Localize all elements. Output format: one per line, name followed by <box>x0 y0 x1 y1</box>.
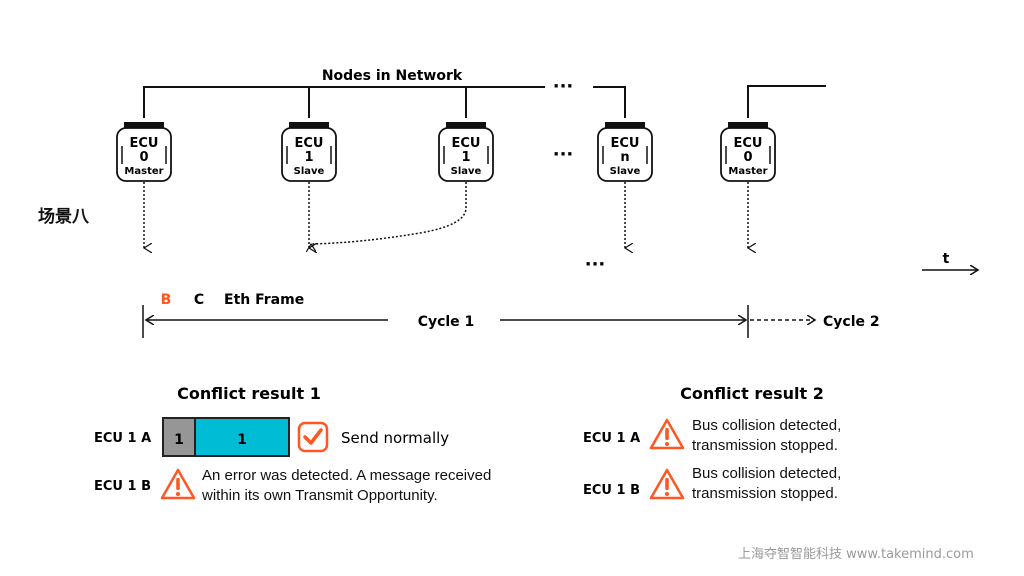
ecu-connector <box>124 122 164 130</box>
ecu-connector <box>605 122 645 130</box>
ecu-number: n <box>620 150 629 165</box>
warning-icon <box>160 468 196 500</box>
conflict1-ecu-b-label: ECU 1 B <box>94 479 151 494</box>
legend-control: C <box>194 292 204 308</box>
conflict2-ecu-a-label: ECU 1 A <box>583 431 640 446</box>
message-line: within its own Transmit Opportunity. <box>202 487 438 504</box>
bus-ellipsis: ··· <box>553 76 574 97</box>
conflict2-title: Conflict result 2 <box>680 384 824 403</box>
conflict1-frame-control-label: 1 <box>174 432 184 448</box>
ecu-name: ECU <box>130 136 159 151</box>
conflict1-frame <box>162 417 290 457</box>
ecu-role: Slave <box>294 166 325 177</box>
network-bus <box>143 85 826 118</box>
ecu-name: ECU <box>452 136 481 151</box>
warning-icon <box>649 468 685 500</box>
ecu-number: 0 <box>139 150 148 165</box>
ecu-body <box>438 127 494 182</box>
footer-watermark: 上海夺智智能科技 www.takemind.com <box>738 547 974 562</box>
message-line: transmission stopped. <box>692 485 838 502</box>
network-title: Nodes in Network <box>322 68 463 84</box>
conflict1-ecu-a-label: ECU 1 A <box>94 431 151 446</box>
conflict2-ecu-a-message: Bus collision detected, transmission sto… <box>692 416 841 456</box>
conflict1-frame-data-label: 1 <box>237 432 247 448</box>
ecu-name: ECU <box>295 136 324 151</box>
cycle1-label: Cycle 1 <box>418 314 475 330</box>
conflict1-frame-data <box>194 417 290 457</box>
ecu-body <box>116 127 172 182</box>
message-line: An error was detected. A message receive… <box>202 467 492 484</box>
conflict2-ecu-b-label: ECU 1 B <box>583 483 640 498</box>
ecu-role: Slave <box>610 166 641 177</box>
conflict1-frame-control <box>162 417 196 457</box>
conflict1-ecu-a-message: Send normally <box>341 429 449 447</box>
ecu-name: ECU <box>734 136 763 151</box>
ecu-number: 0 <box>743 150 752 165</box>
time-axis-label: t <box>943 251 950 267</box>
timeline-ellipsis: ··· <box>585 254 606 275</box>
ecu-body <box>597 127 653 182</box>
scene-title: 场景八 <box>38 207 89 227</box>
ecu-role: Slave <box>451 166 482 177</box>
ecu-role: Master <box>124 166 163 177</box>
node-ellipsis: ··· <box>553 144 574 165</box>
ecu-number: 1 <box>304 150 313 165</box>
message-line: Bus collision detected, <box>692 465 842 482</box>
legend-beacon: B <box>161 292 172 308</box>
legend-frame: Eth Frame <box>224 292 304 308</box>
message-line: transmission stopped. <box>692 437 838 454</box>
cycle2-label: Cycle 2 <box>823 314 880 330</box>
ecu-connector <box>289 122 329 130</box>
message-line: Bus collision detected, <box>692 417 842 434</box>
ecu-number: 1 <box>461 150 470 165</box>
dotted-arrows <box>144 182 748 248</box>
ecu-connector <box>728 122 768 130</box>
conflict1-ecu-b-message: An error was detected. A message receive… <box>202 466 491 506</box>
conflict1-title: Conflict result 1 <box>177 384 321 403</box>
check-icon <box>297 421 329 453</box>
cycle-markers <box>142 305 815 338</box>
ecu-role: Master <box>728 166 767 177</box>
warning-icon <box>649 418 685 450</box>
ecu-body <box>281 127 337 182</box>
ecu-connector <box>446 122 486 130</box>
conflict2-ecu-b-message: Bus collision detected, transmission sto… <box>692 464 841 504</box>
ecu-name: ECU <box>611 136 640 151</box>
ecu-body <box>720 127 776 182</box>
